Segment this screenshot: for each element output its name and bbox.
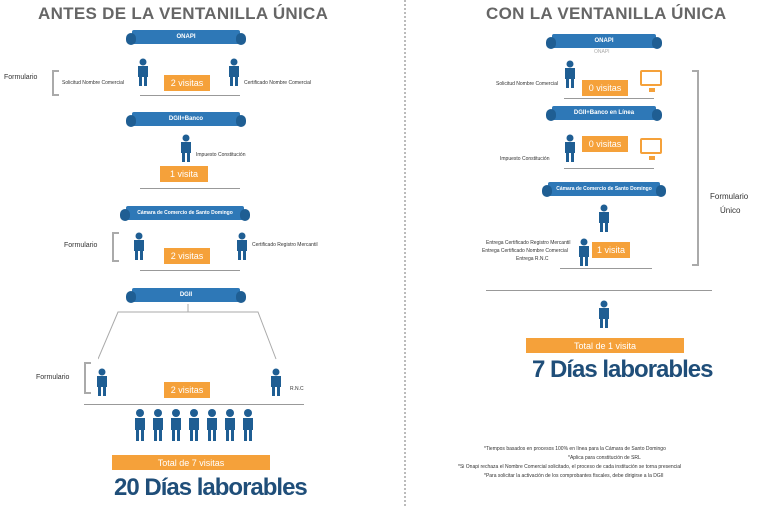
- unico-label: Único: [720, 206, 741, 215]
- visits-box-3: 2 visitas: [164, 248, 210, 264]
- bracket-1: [52, 70, 59, 96]
- days-right: 7 Días laborables: [532, 356, 713, 383]
- dgii-banco-linea-label: DGII+Banco en Línea: [573, 110, 635, 116]
- total-visits-left: Total de 7 visitas: [112, 455, 270, 470]
- connector-r1: [564, 98, 654, 99]
- entrega-registro: Entrega Certificado Registro Mercantil: [486, 240, 571, 246]
- person-icon: [565, 134, 575, 162]
- onapi-label: ONAPI: [594, 38, 614, 44]
- rnc-label-left: R.N.C: [290, 386, 304, 392]
- cert-registro-label: Certificado Registro Mercantil: [252, 242, 318, 248]
- center-divider: [404, 0, 406, 506]
- person-icon: [134, 232, 144, 260]
- monitor-icon: [640, 70, 662, 92]
- total-visits-right: Total de 1 visita: [526, 338, 684, 353]
- note-1: *Tiempos basados en procesos 100% en lín…: [484, 446, 666, 452]
- person-icon: [181, 134, 191, 162]
- visits-box-r2: 0 visitas: [582, 136, 628, 152]
- person-icon: [599, 204, 609, 232]
- dgii-label: DGII: [179, 292, 193, 298]
- person-icon: [138, 58, 148, 86]
- left-title: ANTES DE LA VENTANILLA ÚNICA: [38, 4, 329, 23]
- bracket-2: [112, 232, 119, 262]
- connector-3: [140, 270, 240, 271]
- certificado-label-left: Certificado Nombre Comercial: [244, 80, 311, 86]
- visits-box-1: 2 visitas: [164, 75, 210, 91]
- onapi-label: ONAPI: [176, 34, 196, 40]
- person-icon: [565, 60, 575, 88]
- people-group: [134, 408, 260, 447]
- person-icon: [271, 368, 281, 396]
- solicitud-label-right: Solicitud Nombre Comercial: [496, 81, 558, 87]
- visits-box-4: 2 visitas: [164, 382, 210, 398]
- people-group-icon: [135, 409, 253, 441]
- person-icon: [599, 300, 609, 328]
- visits-box-r3: 1 visita: [592, 242, 630, 258]
- onapi-banner-left: ONAPI: [126, 30, 246, 45]
- entrega-rnc: Entrega R.N.C: [516, 256, 549, 262]
- note-3: *Si Onapi rechaza el Nombre Comercial so…: [458, 464, 682, 470]
- dgii-banco-label: DGII+Banco: [168, 116, 204, 122]
- connector-r3: [560, 268, 652, 269]
- bracket-3: [84, 362, 91, 394]
- branch-lines: [98, 304, 277, 360]
- impuesto-label-left: Impuesto Constitución: [196, 152, 246, 158]
- person-icon: [237, 232, 247, 260]
- note-2: *Aplica para constitución de SRL: [568, 455, 641, 461]
- dgii-banco-banner-right: DGII+Banco en Línea: [546, 106, 662, 121]
- person-icon: [97, 368, 107, 396]
- impuesto-label-right: Impuesto Constitución: [500, 156, 550, 162]
- onapi-sub-label: ONAPI: [594, 49, 610, 55]
- separator-right: [486, 290, 712, 291]
- visits-box-2: 1 visita: [160, 166, 208, 182]
- dgii-banco-banner-left: DGII+Banco: [126, 112, 246, 127]
- camara-label: Cámara de Comercio de Santo Domingo: [137, 210, 233, 216]
- connector-r2: [564, 168, 654, 169]
- visits-box-r1: 0 visitas: [582, 80, 628, 96]
- camara-label: Cámara de Comercio de Santo Domingo: [556, 186, 652, 192]
- connector-2: [140, 188, 240, 189]
- camara-banner-right: Cámara de Comercio de Santo Domingo: [542, 182, 666, 197]
- camara-banner-left: Cámara de Comercio de Santo Domingo: [120, 206, 250, 221]
- solicitud-label-left: Solicitud Nombre Comercial: [62, 80, 124, 86]
- days-left: 20 Días laborables: [114, 474, 308, 501]
- person-icon: [229, 58, 239, 86]
- connector-1: [140, 95, 240, 96]
- formulario-label-3: Formulario: [36, 374, 70, 381]
- dgii-banner-left: DGII: [126, 288, 246, 303]
- onapi-banner-right: ONAPI: [546, 34, 662, 49]
- right-title: CON LA VENTANILLA ÚNICA: [486, 4, 727, 23]
- note-4: *Para solicitar la activación de los com…: [484, 473, 664, 479]
- formulario-label-1: Formulario: [4, 74, 38, 81]
- entrega-nombre: Entrega Certificado Nombre Comercial: [482, 248, 568, 254]
- formulario-label-2: Formulario: [64, 242, 98, 249]
- monitor-icon: [640, 138, 662, 160]
- bracket-right: [692, 70, 699, 266]
- person-icon: [579, 238, 589, 266]
- connector-4: [84, 404, 304, 405]
- formulario-label-right: Formulario: [710, 192, 749, 201]
